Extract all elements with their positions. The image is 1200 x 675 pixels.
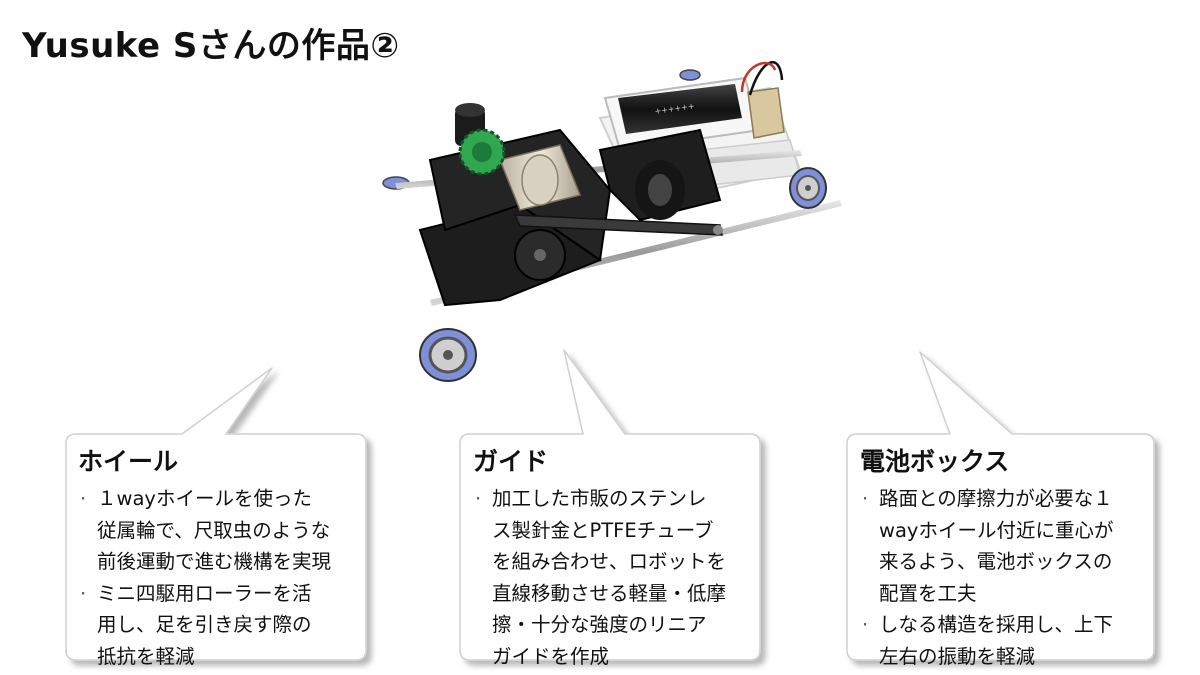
list-item: １wayホイールを使った 従属輪で、尺取虫のような 前後運動で進む機構を実現 bbox=[78, 483, 363, 578]
robot-photo: ++++++ bbox=[382, 61, 842, 382]
callout-heading: ホイール bbox=[78, 447, 179, 476]
callout-heading: ガイド bbox=[473, 447, 549, 476]
callout-battery: 電池ボックス 路面との摩擦力が必要な１ wayホイール付近に重心が 来るよう、電… bbox=[860, 447, 1150, 672]
callout-heading: 電池ボックス bbox=[860, 447, 1010, 476]
list-item: しなる構造を採用し、上下 左右の振動を軽減 bbox=[860, 609, 1150, 672]
callout-list: 加工した市販のステンレ ス製針金とPTFEチューブ を組み合わせ、ロボットを 直… bbox=[473, 483, 763, 672]
wheel-icon bbox=[419, 328, 477, 382]
callout-list: １wayホイールを使った 従属輪で、尺取虫のような 前後運動で進む機構を実現 ミ… bbox=[78, 483, 363, 672]
callout-guide: ガイド 加工した市販のステンレ ス製針金とPTFEチューブ を組み合わせ、ロボッ… bbox=[473, 447, 763, 672]
list-item: 加工した市販のステンレ ス製針金とPTFEチューブ を組み合わせ、ロボットを 直… bbox=[473, 483, 763, 672]
wheel-icon bbox=[789, 167, 827, 209]
callout-list: 路面との摩擦力が必要な１ wayホイール付近に重心が 来るよう、電池ボックスの … bbox=[860, 483, 1150, 672]
list-item: 路面との摩擦力が必要な１ wayホイール付近に重心が 来るよう、電池ボックスの … bbox=[860, 483, 1150, 609]
list-item: ミニ四駆用ローラーを活 用し、足を引き戻す際の 抵抗を軽減 bbox=[78, 578, 363, 673]
page-title: Yusuke Sさんの作品② bbox=[22, 26, 400, 66]
callout-wheel: ホイール １wayホイールを使った 従属輪で、尺取虫のような 前後運動で進む機構… bbox=[78, 447, 363, 672]
